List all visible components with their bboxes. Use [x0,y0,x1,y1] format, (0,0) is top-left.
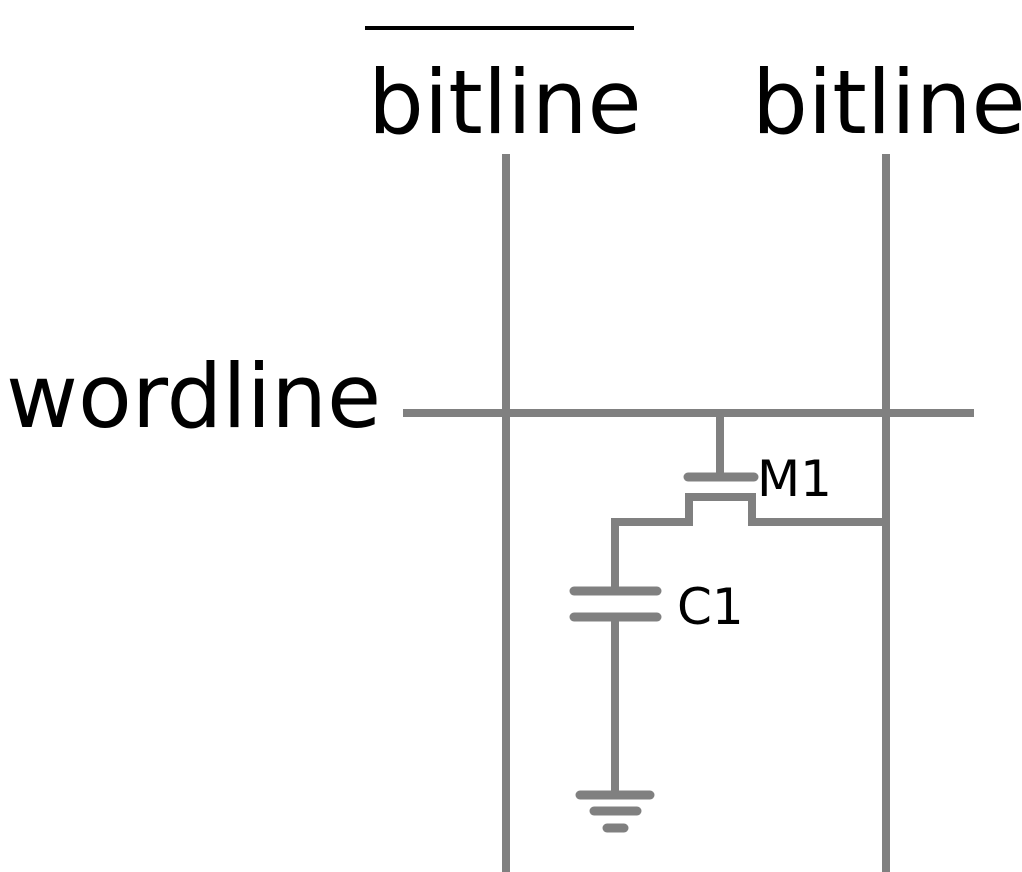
wordline-label: wordline [6,345,381,448]
ground-icon [575,790,655,833]
capacitor-label: C1 [677,578,744,636]
bitline-label: bitline [752,51,1022,154]
bitline-bar-label: bitline [368,51,642,154]
transistor-label: M1 [757,450,832,508]
transistor-channel [611,493,886,592]
